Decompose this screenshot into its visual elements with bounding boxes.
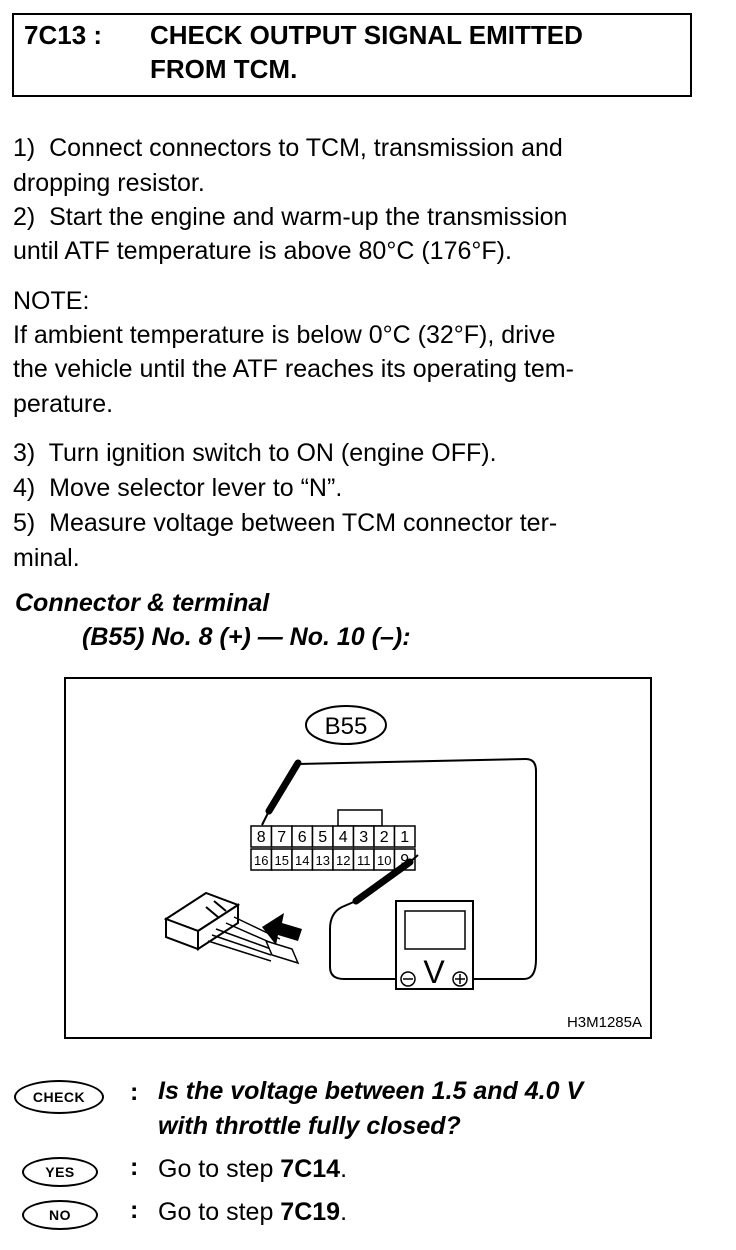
check-question: Is the voltage between 1.5 and 4.0 V wit…	[158, 1074, 583, 1144]
yes-badge: YES	[22, 1157, 98, 1187]
yes-answer: Go to step 7C14.	[158, 1152, 347, 1187]
yes-end: .	[340, 1155, 348, 1183]
instruction-line: 1) Connect connectors to TCM, transmissi…	[13, 134, 563, 162]
terminal-number: 14	[295, 853, 309, 868]
terminal-number: 9	[400, 852, 409, 869]
terminal-number: 2	[380, 829, 389, 846]
connector-spec: (B55) No. 8 (+) — No. 10 (–):	[82, 623, 411, 651]
instruction-line: 4) Move selector lever to “N”.	[13, 474, 343, 502]
no-target-step[interactable]: 7C19	[280, 1198, 341, 1226]
terminal-number: 8	[257, 829, 266, 846]
voltmeter-symbol: V	[423, 954, 445, 990]
terminal-number: 5	[318, 829, 327, 846]
negative-probe	[352, 858, 414, 905]
check-colon: :	[130, 1078, 139, 1106]
note-line: perature.	[13, 390, 114, 418]
step-title-line2: FROM TCM.	[150, 54, 298, 84]
note-label: NOTE:	[13, 287, 90, 315]
terminal-number: 4	[339, 829, 348, 846]
no-text: Go to step	[158, 1198, 281, 1226]
terminal-number: 10	[377, 853, 391, 868]
terminal-number: 13	[316, 853, 330, 868]
terminal-number: 3	[359, 829, 368, 846]
step-code: 7C13 :	[24, 20, 103, 50]
check-question-line2: with throttle fully closed?	[158, 1112, 461, 1140]
harness-connector-illustration	[163, 891, 302, 965]
positive-probe	[265, 759, 302, 815]
step-title-line1: CHECK OUTPUT SIGNAL EMITTED	[150, 20, 583, 50]
yes-target-step[interactable]: 7C14	[280, 1155, 341, 1183]
note-line: If ambient temperature is below 0°C (32°…	[13, 321, 556, 349]
note-line: the vehicle until the ATF reaches its op…	[13, 355, 574, 383]
terminal-number: 1	[400, 829, 409, 846]
connector-latch	[337, 809, 383, 827]
terminal-number: 11	[357, 853, 371, 868]
negative-probe-tip	[409, 854, 419, 863]
instruction-line: 5) Measure voltage between TCM connector…	[13, 509, 558, 537]
instruction-line: minal.	[13, 544, 80, 572]
instruction-line: 2) Start the engine and warm-up the tran…	[13, 203, 568, 231]
no-badge: NO	[22, 1200, 98, 1230]
insert-arrow-icon	[262, 913, 302, 945]
check-badge: CHECK	[14, 1080, 104, 1114]
connector-label-oval	[305, 705, 387, 745]
yes-colon: :	[130, 1153, 139, 1181]
negative-lead-wire	[329, 900, 399, 980]
no-colon: :	[130, 1196, 139, 1224]
instruction-line: until ATF temperature is above 80°C (176…	[13, 237, 512, 265]
terminal-number: 16	[254, 853, 268, 868]
instruction-line: dropping resistor.	[13, 169, 205, 197]
terminal-number: 6	[298, 829, 307, 846]
terminal-cell	[393, 825, 416, 848]
positive-probe-tip	[261, 810, 270, 826]
voltmeter-display	[404, 910, 466, 950]
no-end: .	[340, 1198, 348, 1226]
terminal-number: 15	[275, 853, 289, 868]
yes-text: Go to step	[158, 1155, 281, 1183]
figure-id: H3M1285A	[566, 1014, 642, 1031]
step-title: CHECK OUTPUT SIGNAL EMITTED FROM TCM.	[150, 18, 583, 86]
positive-lead-wire	[297, 757, 537, 980]
terminal-number: 7	[277, 829, 286, 846]
connector-label: B55	[325, 713, 368, 740]
terminal-number: 12	[336, 853, 350, 868]
step-header: 7C13 : CHECK OUTPUT SIGNAL EMITTED FROM …	[12, 13, 692, 97]
connector-heading: Connector & terminal	[15, 589, 270, 617]
instruction-line: 3) Turn ignition switch to ON (engine OF…	[13, 439, 497, 467]
check-question-line1: Is the voltage between 1.5 and 4.0 V	[158, 1077, 584, 1105]
no-answer: Go to step 7C19.	[158, 1195, 347, 1230]
